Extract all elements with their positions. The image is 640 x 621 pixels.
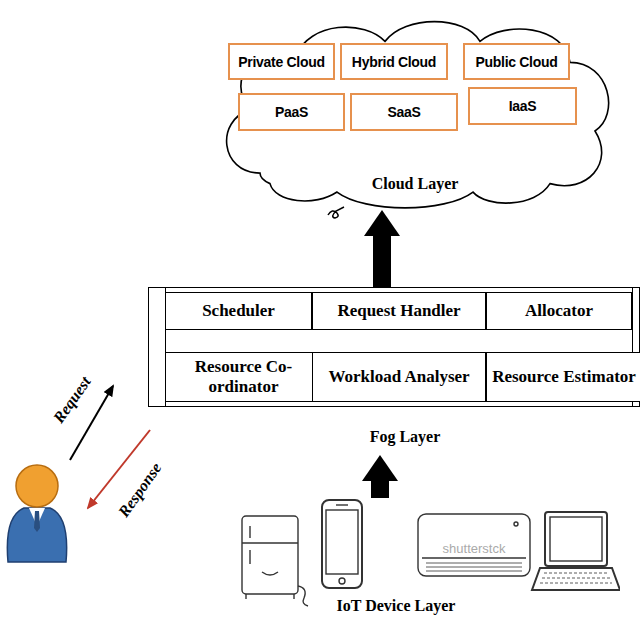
fog-layer: Fog Layer Scheduler Request Handler Allocat… bbox=[148, 287, 640, 455]
component-label: Public Cloud bbox=[476, 54, 558, 70]
arrow-label: Request bbox=[50, 373, 95, 426]
component-label: Resource Estimator bbox=[492, 367, 636, 387]
watermark: shutterstck bbox=[443, 541, 506, 556]
layer-title: Fog Layer bbox=[148, 428, 640, 446]
component-label: Private Cloud bbox=[238, 54, 324, 70]
fog-component-cell: Allocator bbox=[486, 292, 632, 330]
arrow-label: Response bbox=[115, 459, 165, 520]
user-icon bbox=[7, 465, 66, 562]
phone-icon bbox=[322, 500, 362, 588]
fog-component-cell: Resource Co-ordinator bbox=[165, 352, 322, 402]
layer-title: Cloud Layer bbox=[215, 175, 615, 193]
cloud-service-box: IaaS bbox=[468, 87, 577, 125]
cloud-service-box: SaaS bbox=[350, 93, 458, 131]
cloud-service-box: Private Cloud bbox=[228, 43, 335, 80]
fog-component-cell: Resource Estimator bbox=[486, 352, 640, 402]
squiggle-mark bbox=[328, 207, 344, 218]
fog-component-cell: Request Handler bbox=[312, 292, 486, 330]
component-label: Resource Co-ordinator bbox=[166, 357, 321, 396]
component-label: Scheduler bbox=[202, 301, 275, 321]
layer-arrow bbox=[371, 481, 389, 498]
component-label: IaaS bbox=[509, 98, 537, 114]
cloud-layer: Cloud Layer Private Cloud Hybrid Cloud Publ… bbox=[215, 15, 615, 210]
component-label: Request Handler bbox=[337, 301, 460, 321]
user-tie bbox=[34, 511, 40, 532]
laptop-icon bbox=[532, 512, 620, 590]
component-label: Allocator bbox=[525, 301, 593, 321]
component-label: Workload Analyser bbox=[328, 367, 469, 387]
component-label: SaaS bbox=[387, 104, 420, 120]
iot-device-layer: IoT Device Layer bbox=[230, 498, 620, 621]
fridge-icon bbox=[242, 516, 308, 606]
component-label: Hybrid Cloud bbox=[352, 54, 436, 70]
layer-arrow bbox=[373, 236, 391, 287]
cloud-service-box: PaaS bbox=[238, 93, 345, 131]
component-label: PaaS bbox=[275, 104, 308, 120]
fog-component-cell: Scheduler bbox=[165, 292, 312, 330]
cloud-service-box: Public Cloud bbox=[463, 43, 570, 80]
user-body bbox=[7, 508, 66, 562]
fog-component-cell: Workload Analyser bbox=[312, 352, 486, 402]
air-conditioner-icon bbox=[418, 514, 530, 576]
cloud-service-box: Hybrid Cloud bbox=[340, 43, 448, 80]
layer-title: IoT Device Layer bbox=[230, 597, 562, 615]
user-head bbox=[16, 465, 58, 507]
